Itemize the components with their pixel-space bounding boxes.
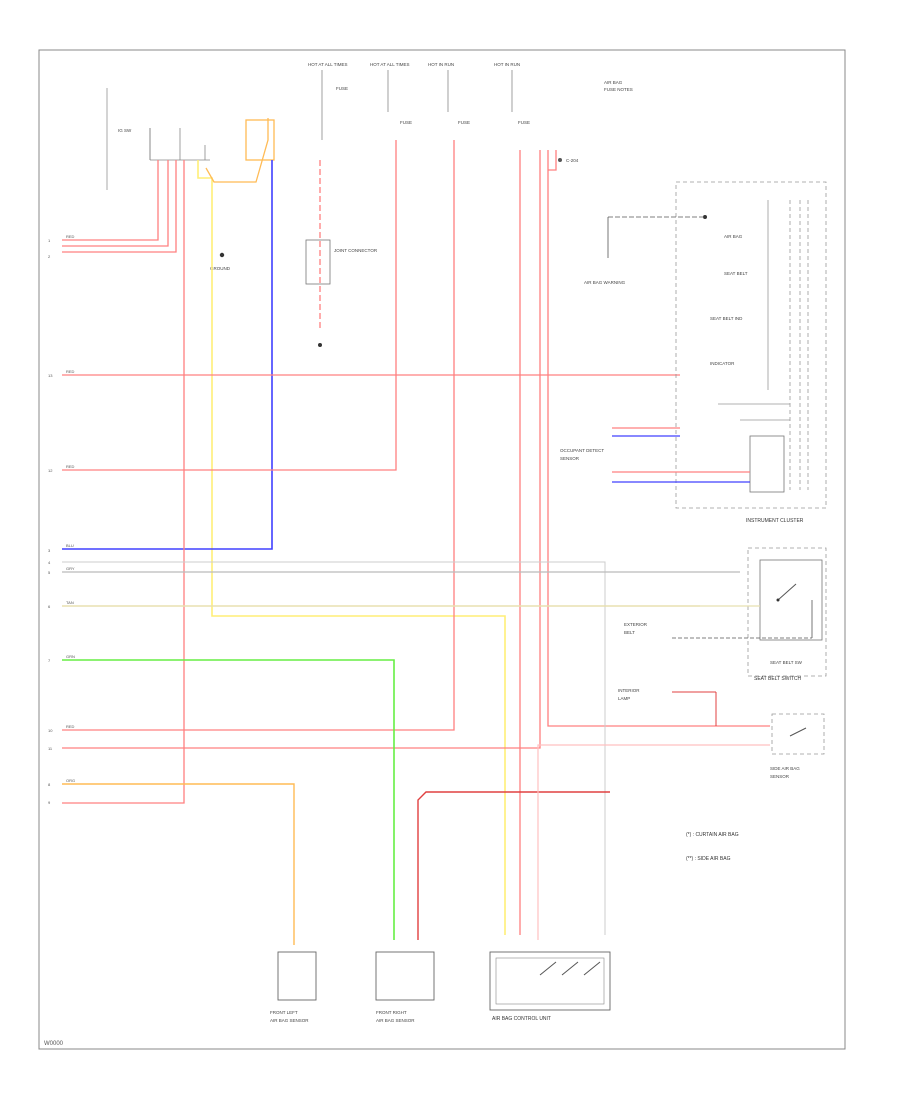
svg-text:AIR BAG: AIR BAG xyxy=(724,234,743,239)
wire-tag: RED xyxy=(66,464,75,469)
figure-code: W0000 xyxy=(44,1041,64,1047)
seat-belt-switch-label: SEAT BELT SWITCH xyxy=(754,676,802,682)
wire-tag: TAN xyxy=(66,600,74,605)
svg-text:AIR BAG WARNING: AIR BAG WARNING xyxy=(584,280,626,285)
svg-text:EXTERIOR: EXTERIOR xyxy=(624,622,648,627)
svg-text:SEAT BELT SW: SEAT BELT SW xyxy=(770,660,803,665)
diagram-frame xyxy=(38,49,846,1050)
svg-text:13: 13 xyxy=(48,373,53,378)
svg-text:9: 9 xyxy=(48,800,51,805)
sensor-front-left: FRONT LEFT AIR BAG SENSOR xyxy=(270,951,317,1023)
instrument-cluster-label: INSTRUMENT CLUSTER xyxy=(746,518,804,524)
fuse-label-1: HOT AT ALL TIMES xyxy=(308,62,348,67)
ground-label: GROUND xyxy=(210,266,231,271)
wire-tag: RED xyxy=(66,369,75,374)
svg-text:SENSOR: SENSOR xyxy=(560,456,580,461)
junction-label: JOINT CONNECTOR xyxy=(334,248,378,253)
svg-text:FUSE: FUSE xyxy=(458,120,470,125)
wire-tag: BLU xyxy=(66,543,74,548)
airbag-unit-label: AIR BAG CONTROL UNIT xyxy=(492,1016,551,1022)
svg-text:IG SW: IG SW xyxy=(118,128,132,133)
wire-tag: ORG xyxy=(66,778,75,783)
svg-text:5: 5 xyxy=(48,570,51,575)
instrument-cluster: AIR BAG SEAT BELT SEAT BELT IND INDICATO… xyxy=(560,181,827,524)
svg-text:FUSE: FUSE xyxy=(400,120,412,125)
svg-text:7: 7 xyxy=(48,658,51,663)
svg-text:AIR BAG: AIR BAG xyxy=(604,80,623,85)
svg-text:2: 2 xyxy=(48,254,51,259)
note-2: (**) : SIDE AIR BAG xyxy=(686,856,731,862)
svg-text:FRONT LEFT: FRONT LEFT xyxy=(270,1010,298,1015)
fuse-label-3: HOT IN RUN xyxy=(428,62,454,67)
svg-text:LAMP: LAMP xyxy=(618,696,630,701)
fuse-group: HOT AT ALL TIMES HOT AT ALL TIMES HOT IN… xyxy=(308,62,633,163)
svg-text:3: 3 xyxy=(48,548,51,553)
svg-text:INDICATOR: INDICATOR xyxy=(710,361,735,366)
airbag-control-unit: AIR BAG CONTROL UNIT xyxy=(489,951,611,1022)
fuse-label-4: HOT IN RUN xyxy=(494,62,520,67)
svg-text:FRONT RIGHT: FRONT RIGHT xyxy=(376,1010,407,1015)
svg-text:12: 12 xyxy=(48,468,53,473)
svg-text:INTERIOR: INTERIOR xyxy=(618,688,640,693)
seat-belt-switch: SEAT BELT SW SEAT BELT SWITCH EXTERIOR B… xyxy=(624,547,827,682)
svg-text:10: 10 xyxy=(48,728,53,733)
svg-text:FUSE: FUSE xyxy=(518,120,530,125)
fuse-label-2: HOT AT ALL TIMES xyxy=(370,62,410,67)
svg-text:11: 11 xyxy=(48,746,53,751)
svg-text:SEAT BELT IND: SEAT BELT IND xyxy=(710,316,743,321)
svg-text:FUSE NOTES: FUSE NOTES xyxy=(604,87,633,92)
connector-c-label: C-204 xyxy=(566,158,579,163)
wire-tag: GRN xyxy=(66,654,75,659)
svg-text:AIR BAG SENSOR: AIR BAG SENSOR xyxy=(376,1018,415,1023)
svg-text:OCCUPANT DETECT: OCCUPANT DETECT xyxy=(560,448,604,453)
sensor-front-right: FRONT RIGHT AIR BAG SENSOR xyxy=(375,951,435,1023)
svg-text:1: 1 xyxy=(48,238,51,243)
svg-text:8: 8 xyxy=(48,782,51,787)
svg-text:4: 4 xyxy=(48,560,51,565)
svg-text:SEAT BELT: SEAT BELT xyxy=(724,271,748,276)
svg-text:AIR BAG SENSOR: AIR BAG SENSOR xyxy=(270,1018,309,1023)
svg-text:SENSOR: SENSOR xyxy=(770,774,790,779)
svg-text:6: 6 xyxy=(48,604,51,609)
ignition-connector: IG SW GROUND xyxy=(106,88,275,271)
wire-tag: GRY xyxy=(66,566,75,571)
note-1: (*) : CURTAIN AIR BAG xyxy=(686,832,739,838)
wire-tag: RED xyxy=(66,234,75,239)
svg-text:BELT: BELT xyxy=(624,630,635,635)
svg-text:FUSE: FUSE xyxy=(336,86,348,91)
svg-text:SIDE AIR BAG: SIDE AIR BAG xyxy=(770,766,800,771)
wire-tag: RED xyxy=(66,724,75,729)
junction-box xyxy=(305,239,331,285)
side-sensor: SIDE AIR BAG SENSOR INTERIOR LAMP xyxy=(618,688,825,779)
